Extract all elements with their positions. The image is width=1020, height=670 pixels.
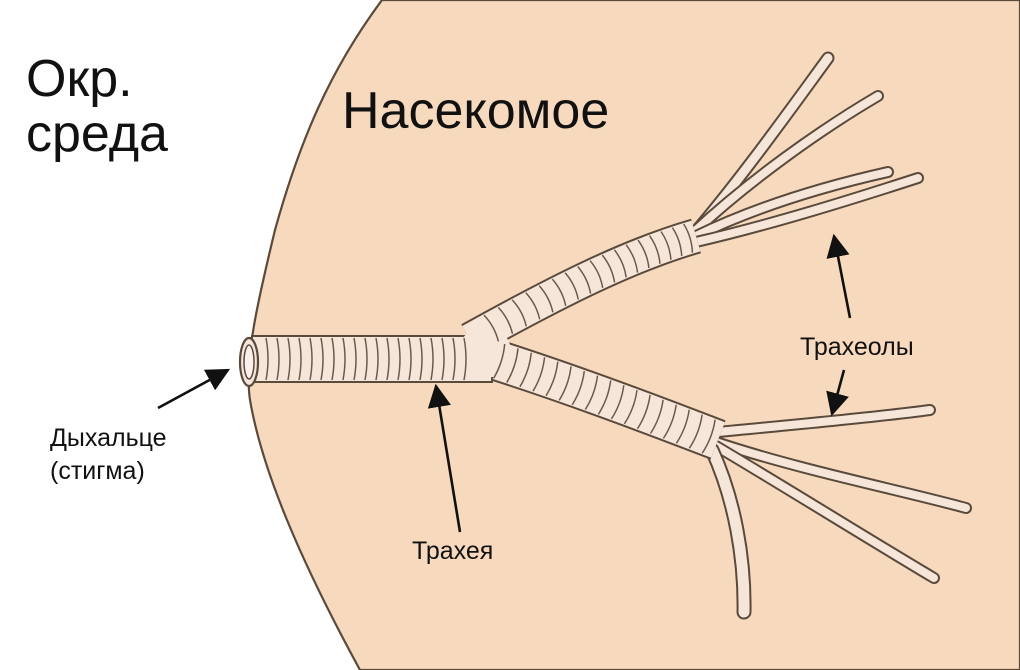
cartilage-ring — [419, 337, 423, 381]
cartilage-ring — [637, 239, 650, 269]
cartilage-ring — [525, 292, 541, 320]
spiracle-label: Дыхальце (стигма) — [50, 422, 167, 487]
cartilage-ring — [483, 314, 500, 342]
cartilage-ring — [601, 254, 616, 283]
cartilage-ring — [564, 272, 580, 300]
cartilage-ring — [276, 337, 280, 381]
trachea-label: Трахея — [412, 537, 494, 565]
lower-branch-rings — [493, 343, 716, 454]
cartilage-ring — [623, 389, 638, 425]
cartilage-ring — [545, 361, 559, 397]
upper-branch — [461, 218, 702, 356]
cartilage-ring — [430, 337, 434, 381]
cartilage-ring — [519, 352, 533, 388]
cartilage-ring — [463, 337, 467, 381]
trachea-rings — [265, 337, 467, 381]
tracheoles-label: Трахеолы — [800, 333, 914, 361]
cartilage-ring — [408, 337, 412, 381]
cartilage-ring — [506, 348, 519, 383]
cartilage-ring — [577, 266, 592, 294]
tracheole — [710, 440, 940, 584]
cartilage-ring — [662, 404, 677, 439]
main-trachea — [251, 326, 511, 383]
environment-label-line2: среда — [26, 104, 168, 163]
tracheole — [690, 172, 924, 248]
cartilage-ring — [551, 278, 567, 307]
cartilage-ring — [649, 399, 664, 434]
cartilage-ring — [589, 260, 604, 289]
spiracle-label-line2: (стигма) — [50, 456, 145, 485]
cartilage-ring — [660, 231, 672, 260]
tracheole — [704, 442, 752, 620]
cartilage-ring — [584, 375, 599, 411]
cartilage-ring — [386, 337, 390, 381]
cartilage-ring — [452, 337, 456, 381]
cartilage-ring — [493, 343, 506, 379]
tracheoles-up-arrow — [826, 233, 852, 319]
cartilage-ring — [320, 337, 324, 381]
cartilage-ring — [298, 337, 302, 381]
cartilage-ring — [309, 337, 313, 381]
cartilage-ring — [265, 337, 269, 381]
cartilage-ring — [648, 235, 661, 264]
cartilage-ring — [397, 337, 401, 381]
cartilage-ring — [497, 306, 514, 334]
cartilage-ring — [353, 337, 357, 381]
cartilage-ring — [610, 385, 625, 420]
cartilage-ring — [675, 409, 690, 444]
cartilage-ring — [671, 227, 683, 257]
cartilage-ring — [571, 370, 586, 406]
cartilage-ring — [538, 285, 554, 313]
cartilage-ring — [613, 249, 627, 278]
upper-tracheoles — [685, 51, 924, 248]
tracheoles-down-arrow — [826, 369, 849, 417]
cartilage-ring — [331, 337, 335, 381]
cartilage-ring — [701, 419, 716, 454]
cartilage-ring — [364, 337, 368, 381]
upper-branch-rings — [483, 223, 694, 342]
spiracle-arrow — [157, 368, 231, 410]
cartilage-ring — [625, 244, 639, 273]
spiracle-inner — [243, 344, 255, 380]
cartilage-ring — [441, 337, 445, 381]
cartilage-ring — [375, 337, 379, 381]
cartilage-ring — [532, 357, 546, 392]
cartilage-ring — [636, 394, 651, 430]
cartilage-ring — [342, 337, 346, 381]
cartilage-ring — [511, 299, 528, 327]
tracheole — [688, 90, 884, 238]
cartilage-ring — [597, 380, 612, 415]
tracheole — [712, 404, 936, 438]
tracheole — [690, 166, 894, 242]
environment-label: Окр. среда — [26, 52, 168, 161]
insect-label: Насекомое — [342, 82, 610, 140]
lower-tracheoles — [704, 404, 972, 620]
tracheole — [710, 436, 972, 514]
cartilage-ring — [688, 414, 703, 449]
cartilage-ring — [558, 366, 572, 401]
cartilage-ring — [287, 337, 291, 381]
cartilage-ring — [683, 223, 694, 253]
spiracle-label-line1: Дыхальце — [50, 424, 167, 452]
lower-branch — [473, 334, 726, 460]
environment-label-line1: Окр. — [26, 50, 133, 108]
trachea-arrow — [427, 383, 462, 533]
